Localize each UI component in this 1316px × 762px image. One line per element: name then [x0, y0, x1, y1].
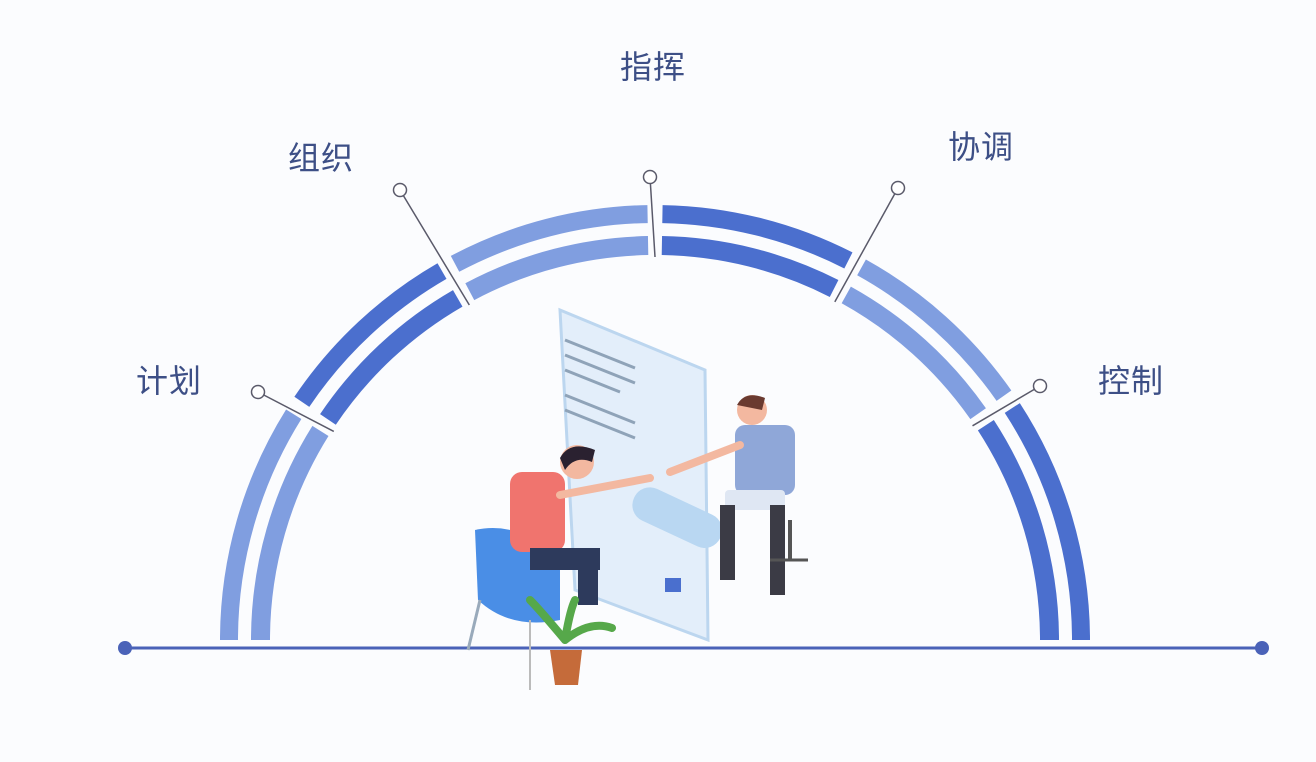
connector-line-coordinate: [834, 187, 899, 303]
arc-segment-3-band-2: [465, 236, 649, 301]
connector-pin-command: [642, 169, 658, 185]
connector-pin-organize: [392, 182, 408, 198]
arc-segment-5-band-1: [857, 259, 1012, 401]
illustration: [466, 307, 808, 690]
arc-segment-2-band-1: [294, 263, 447, 407]
label-organize: 组织: [288, 139, 355, 177]
arc-segment-5-band-2: [841, 286, 986, 420]
arc-segment-6-band-1: [1004, 403, 1090, 640]
connector-pin-plan: [250, 384, 266, 400]
label-plan: 计划: [136, 362, 203, 400]
label-coordinate: 协调: [948, 128, 1015, 166]
connector-pin-coordinate: [890, 180, 906, 196]
connectors: [250, 169, 1048, 433]
arc-segment-4-band-1: [662, 205, 853, 269]
arc-segment-4-band-2: [661, 236, 839, 297]
baseline-left-dot: [118, 641, 132, 655]
arc-segment-1-band-1: [220, 409, 302, 640]
connector-line-organize: [399, 189, 470, 306]
connector-line-control: [972, 385, 1041, 427]
arc-segment-2-band-2: [320, 290, 463, 425]
connector-line-plan: [257, 391, 335, 433]
arc-segment-6-band-2: [977, 419, 1059, 640]
arc-segment-3-band-1: [450, 205, 648, 272]
label-control: 控制: [1098, 362, 1165, 400]
plant-illustration: [526, 596, 616, 690]
label-command: 指挥: [620, 48, 687, 86]
arc-segment-1-band-2: [251, 425, 329, 640]
arc-bands: [220, 205, 1090, 640]
person-left-illustration: [466, 445, 654, 651]
person-right-illustration: [666, 395, 808, 595]
baseline-right-dot: [1255, 641, 1269, 655]
connector-pin-control: [1032, 378, 1048, 394]
connector-line-command: [649, 176, 656, 258]
